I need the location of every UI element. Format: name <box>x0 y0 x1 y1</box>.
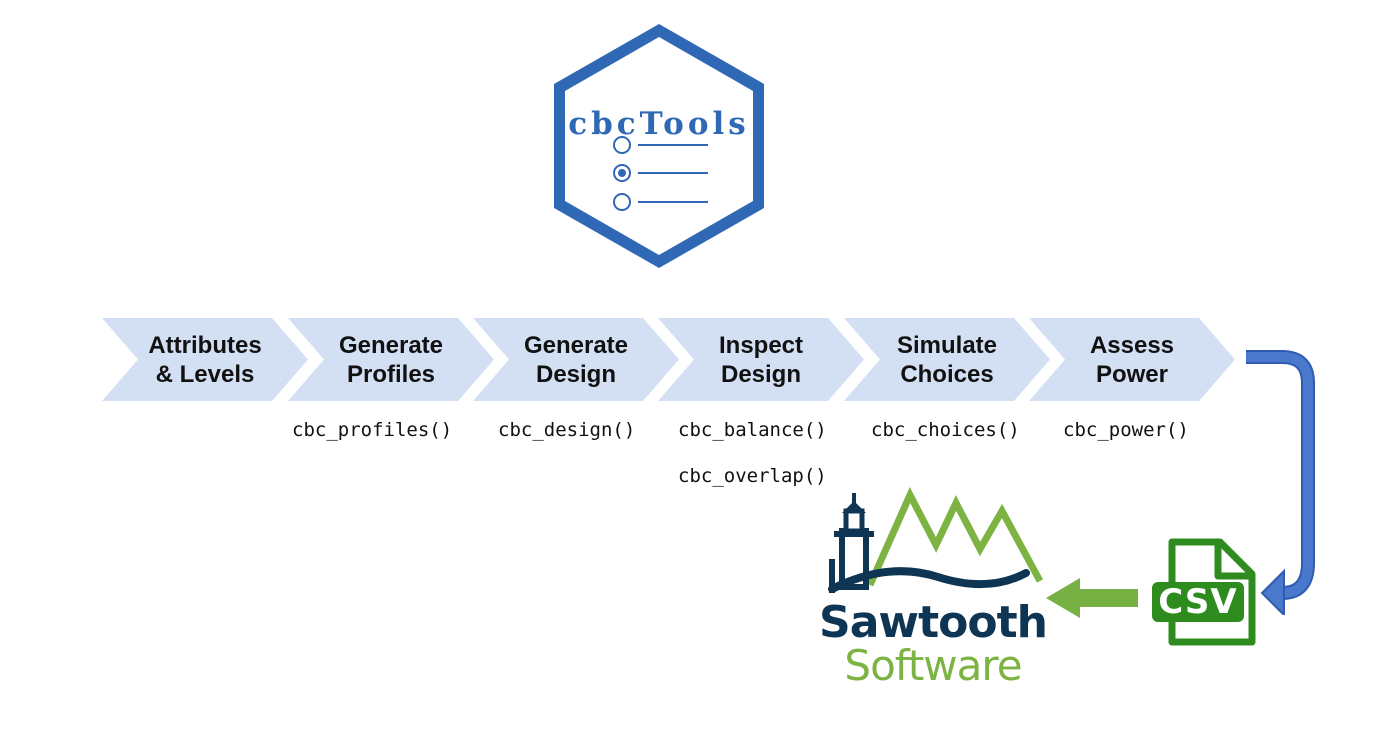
cbctools-logo: cbcTools <box>548 20 770 272</box>
csv-file-icon: CSV <box>1150 538 1256 648</box>
import-arrow <box>1046 578 1138 618</box>
sawtooth-software-logo: Sawtooth Software <box>818 485 1048 695</box>
step-label: Simulate Choices <box>896 331 998 388</box>
fn-cbc-overlap: cbc_overlap() <box>678 465 827 487</box>
step-assess-power: Assess Power <box>1029 318 1235 401</box>
software-wordmark: Software <box>844 641 1022 690</box>
step-label: Inspect Design <box>718 331 804 388</box>
step-generate-design: Generate Design <box>473 318 679 401</box>
hexagon-badge <box>554 24 764 268</box>
step-inspect-design: Inspect Design <box>658 318 864 401</box>
step-label: Generate Design <box>523 331 629 388</box>
fn-cbc-design: cbc_design() <box>498 419 636 441</box>
logo-title: cbcTools <box>568 106 750 142</box>
fn-cbc-profiles: cbc_profiles() <box>292 419 453 441</box>
step-simulate-choices: Simulate Choices <box>844 318 1050 401</box>
step-label: Generate Profiles <box>338 331 444 388</box>
csv-label: CSV <box>1158 582 1238 622</box>
radio-list-icon <box>613 136 708 211</box>
fn-cbc-choices: cbc_choices() <box>871 419 1020 441</box>
fn-cbc-power: cbc_power() <box>1063 419 1189 441</box>
sawtooth-wordmark: Sawtooth <box>819 597 1048 648</box>
step-attributes-levels: Attributes & Levels <box>102 318 308 401</box>
fn-cbc-balance: cbc_balance() <box>678 419 827 441</box>
lighthouse-mountains-icon <box>828 486 1044 593</box>
flow-arrow <box>1246 350 1315 615</box>
step-label: Attributes & Levels <box>148 331 262 388</box>
step-label: Assess Power <box>1089 331 1175 388</box>
step-generate-profiles: Generate Profiles <box>288 318 494 401</box>
